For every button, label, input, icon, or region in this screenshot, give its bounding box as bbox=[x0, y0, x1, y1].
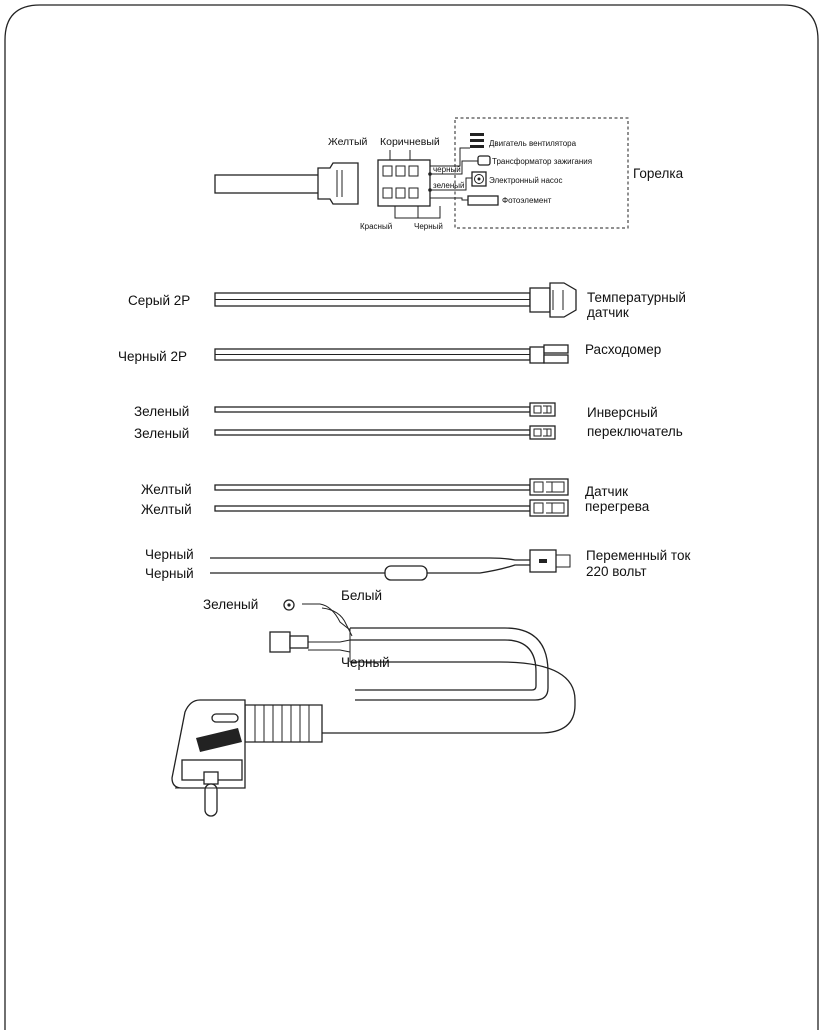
wire-yellow-1 bbox=[214, 484, 531, 491]
burner-cable bbox=[214, 174, 321, 194]
label-electronic-pump: Электронный насос bbox=[489, 176, 562, 185]
ignition-transformer-icon bbox=[477, 155, 491, 166]
overheat-sensor-terminal-1 bbox=[529, 478, 569, 496]
wire-green-2 bbox=[214, 429, 531, 436]
label-black-2p: Черный 2P bbox=[118, 349, 187, 364]
inversion-switch-terminal-1 bbox=[529, 402, 556, 417]
burner-connector-block bbox=[377, 159, 431, 207]
label-green-ground: Зеленый bbox=[203, 597, 258, 612]
temperature-sensor-connector bbox=[529, 282, 577, 318]
label-black-bottom: Черный bbox=[414, 222, 443, 231]
label-fan-motor: Двигатель вентилятора bbox=[489, 139, 577, 148]
label-ignition-transformer: Трансформатор зажигания bbox=[492, 157, 592, 166]
label-inner-black: черный bbox=[433, 165, 461, 174]
wire-yellow-2 bbox=[214, 505, 531, 512]
fan-motor-icon bbox=[470, 133, 484, 148]
label-red-bottom: Красный bbox=[360, 222, 392, 231]
strain-relief bbox=[244, 704, 323, 743]
harness-flowmeter: Черный 2P Расходомер bbox=[118, 342, 661, 364]
harness-inversion-switch: Зеленый Зеленый Инверсный переключатель bbox=[134, 402, 683, 441]
label-overheat-sensor-2: перегрева bbox=[585, 499, 650, 514]
harness-ac-power: Черный Черный Переменный ток 220 вольт bbox=[145, 547, 690, 817]
mains-plug bbox=[171, 699, 246, 817]
wire-black-1 bbox=[210, 557, 530, 561]
harness-temperature-sensor: Серый 2P Температурный датчик bbox=[128, 282, 686, 320]
label-flowmeter: Расходомер bbox=[585, 342, 661, 357]
label-inner-green: зеленый bbox=[433, 181, 465, 190]
burner-harness: Желтый Коричневый Красный Черный черный … bbox=[214, 117, 684, 231]
photocell-icon bbox=[467, 195, 499, 206]
label-ac-220-2: 220 вольт bbox=[586, 564, 647, 579]
label-black-cord: Черный bbox=[341, 655, 390, 670]
label-ac-220-1: Переменный ток bbox=[586, 548, 690, 563]
label-yellow-2: Желтый bbox=[141, 502, 192, 517]
label-temperature-sensor-1: Температурный bbox=[587, 290, 686, 305]
label-inversion-switch-2: переключатель bbox=[587, 424, 683, 439]
label-temperature-sensor-2: датчик bbox=[587, 305, 629, 320]
inline-filter bbox=[384, 565, 428, 581]
label-green-1: Зеленый bbox=[134, 404, 189, 419]
power-cord-jacket bbox=[350, 627, 549, 701]
label-black-1: Черный bbox=[145, 547, 194, 562]
ac-power-connector bbox=[529, 549, 571, 573]
label-inversion-switch-1: Инверсный bbox=[587, 405, 658, 420]
inversion-switch-terminal-2 bbox=[529, 425, 556, 440]
burner-dashed-box bbox=[454, 117, 629, 229]
wire-green-1 bbox=[214, 406, 531, 413]
burner-plug bbox=[317, 162, 359, 205]
label-white-cord: Белый bbox=[341, 588, 382, 603]
label-overheat-sensor-1: Датчик bbox=[585, 484, 628, 499]
label-burner: Горелка bbox=[633, 166, 684, 181]
flowmeter-connector bbox=[529, 344, 569, 364]
label-brown-top: Коричневый bbox=[380, 136, 440, 148]
label-gray-2p: Серый 2P bbox=[128, 293, 190, 308]
label-yellow-top: Желтый bbox=[328, 136, 368, 148]
page-frame bbox=[4, 4, 819, 1030]
electronic-pump-icon bbox=[471, 171, 487, 187]
label-black-2: Черный bbox=[145, 566, 194, 581]
label-yellow-1: Желтый bbox=[141, 482, 192, 497]
label-green-2: Зеленый bbox=[134, 426, 189, 441]
overheat-sensor-terminal-2 bbox=[529, 499, 569, 517]
label-photocell: Фотоэлемент bbox=[502, 196, 552, 205]
wire-black-2 bbox=[210, 564, 530, 574]
cord-plug-connector bbox=[269, 631, 309, 653]
harness-overheat-sensor: Желтый Желтый Датчик перегрева bbox=[141, 478, 650, 517]
